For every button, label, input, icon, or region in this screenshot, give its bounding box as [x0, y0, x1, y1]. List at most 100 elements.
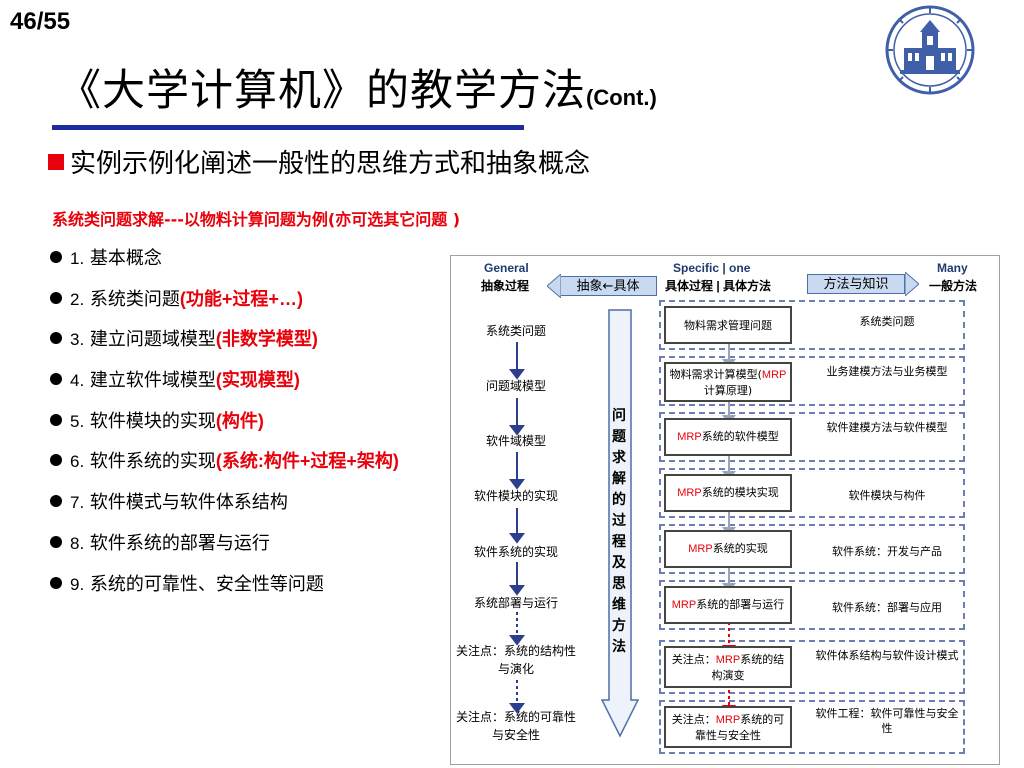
mrp-label: MRP: [688, 543, 713, 555]
bullet-item: 6. 软件系统的实现(系统:构件+过程+架构): [50, 449, 399, 490]
mid-box-post: 系统的结构演变: [711, 652, 785, 682]
bullet-dot-icon: [50, 576, 62, 589]
bullet-text: 建立问题域模型: [89, 329, 216, 351]
method-knowledge-label: 方法与知识: [823, 277, 889, 292]
left-step: 软件系统的实现: [473, 545, 558, 559]
mrp-label: MRP: [715, 713, 741, 726]
mid-box-text: 物料需求计算模型(MRP计算原理): [666, 367, 790, 398]
bullet-dot-icon: [50, 495, 62, 508]
mid-box-mrp-problem: 物料需求管理问题: [664, 306, 792, 344]
left-step: 关注点：系统的可靠性与安全性: [455, 710, 576, 742]
abstract-concrete-arrow: 抽象←具体: [559, 276, 657, 296]
page-number: 46/55: [10, 8, 71, 35]
square-bullet-icon: [48, 154, 64, 170]
title-suffix: (Cont.): [586, 85, 657, 110]
bullet-item: 3. 建立问题域模型(非数学模型): [50, 327, 399, 368]
bullet-number: 9.: [70, 574, 85, 594]
mrp-label: MRP: [715, 653, 741, 666]
bullet-text: 软件模块的实现: [89, 410, 216, 432]
bullet-highlight: (系统:构件+过程+架构): [215, 451, 399, 472]
right-arrowhead-icon: [905, 272, 919, 296]
row-box: [659, 468, 965, 518]
method-knowledge-arrow: 方法与知识: [807, 274, 905, 294]
bullet-highlight: (构件): [215, 410, 264, 431]
bullet-number: 6.: [70, 452, 85, 472]
mid-box-module-impl: MRP系统的模块实现: [664, 474, 792, 512]
bullet-dot-icon: [50, 413, 62, 426]
mid-box-text: MRP系统的部署与运行: [672, 597, 784, 613]
left-step: 软件域模型: [485, 434, 546, 448]
bullet-dot-icon: [50, 251, 62, 263]
bullet-text: 软件系统的部署与运行: [89, 532, 270, 554]
slide-title: 《大学计算机》的教学方法(Cont.): [58, 56, 657, 118]
mid-box-deploy: MRP系统的部署与运行: [664, 586, 792, 624]
mid-box-pre: 关注点：: [671, 652, 716, 666]
bullet-text: 系统的可靠性、安全性等问题: [89, 573, 324, 595]
bullet-number: 4.: [70, 371, 85, 391]
mid-box-text: 关注点：MRP系统的结构演变: [670, 652, 786, 683]
bullet-item: 9. 系统的可靠性、安全性等问题: [50, 572, 399, 613]
bullet-text: 系统类问题: [89, 288, 180, 310]
bullet-highlight: (功能+过程+…): [179, 288, 303, 309]
mrp-label: MRP: [677, 431, 702, 443]
right-text: 软件体系结构与软件设计模式: [815, 649, 959, 662]
bullet-highlight: (实现模型): [215, 370, 300, 391]
left-flow-arrows: [509, 342, 525, 714]
bullet-item: 8. 软件系统的部署与运行: [50, 531, 399, 572]
mid-box-text: MRP系统的实现: [688, 541, 767, 557]
mid-box-pre: 关注点：: [671, 712, 716, 726]
mid-box-system-impl: MRP系统的实现: [664, 530, 792, 568]
bullet-number: 7.: [70, 493, 85, 513]
bullet-number: 1.: [70, 249, 85, 268]
bullet-list: 1. 基本概念 2. 系统类问题(功能+过程+…) 3. 建立问题域模型(非数学…: [50, 246, 399, 612]
right-text: 软件系统：部署与应用: [832, 601, 942, 614]
subtitle: 实例示例化阐述一般性的思维方式和抽象概念: [48, 143, 590, 180]
header-general-method: 一般方法: [929, 279, 978, 293]
bullet-text: 软件模式与软件体系结构: [89, 492, 288, 514]
bullet-dot-icon: [50, 291, 62, 304]
bullet-item: 7. 软件模式与软件体系结构: [50, 490, 399, 531]
left-arrowhead-icon: [547, 274, 561, 298]
bullet-number: 2.: [70, 289, 85, 309]
mid-box-text: 关注点：MRP系统的可靠性与安全性: [670, 712, 786, 743]
mid-box-text: MRP系统的模块实现: [677, 485, 778, 501]
bullet-item: 4. 建立软件域模型(实现模型): [50, 368, 399, 409]
left-step: 问题域模型: [485, 379, 546, 393]
header-specific-one: Specific | one: [673, 261, 751, 275]
bullet-dot-icon: [50, 535, 62, 548]
mid-box-post: 系统的实现: [712, 542, 768, 555]
bullet-text: 建立软件域模型: [89, 370, 216, 392]
header-general: General: [484, 261, 529, 275]
mrp-label: MRP: [671, 599, 697, 611]
mid-box-post: 系统的模块实现: [701, 486, 779, 499]
left-step: 系统部署与运行: [473, 596, 558, 610]
right-text: 软件工程：软件可靠性与安全性: [815, 707, 959, 735]
right-text: 软件系统：开发与产品: [832, 545, 942, 558]
down-process-arrow: [601, 309, 639, 738]
mid-box-post: 系统的可靠性与安全性: [695, 712, 785, 742]
mrp-label: MRP: [761, 368, 787, 381]
bullet-number: 8.: [70, 533, 85, 553]
bullet-dot-icon: [50, 454, 62, 467]
bullet-text: 基本概念: [89, 248, 162, 269]
row-box: [659, 356, 965, 406]
bullet-highlight: (非数学模型): [215, 329, 318, 350]
header-many: Many: [937, 261, 968, 275]
mid-box-text: MRP系统的软件模型: [677, 429, 778, 445]
bullet-item: 2. 系统类问题(功能+过程+…): [50, 287, 399, 328]
row-box: [659, 700, 965, 754]
vertical-label: 问题求解的过程及思维方法: [612, 408, 626, 655]
title-main: 《大学计算机》的教学方法: [58, 66, 586, 116]
row-box: [659, 300, 965, 350]
mrp-label: MRP: [677, 487, 702, 499]
row-box: [659, 412, 965, 462]
mid-box-mrp-model: 物料需求计算模型(MRP计算原理): [664, 362, 792, 402]
red-heading: 系统类问题求解---以物料计算问题为例(亦可选其它问题 ): [52, 210, 461, 229]
problem-solving-diagram: General 抽象过程 抽象←具体 Specific | one 具体过程 |…: [450, 255, 1000, 765]
university-logo-icon: [885, 5, 975, 95]
right-text: 软件模块与构件: [848, 489, 926, 502]
left-step: 系统类问题: [485, 324, 546, 338]
header-abstract-process: 抽象过程: [481, 279, 530, 293]
mid-box-pre: 物料需求计算模型(: [669, 367, 762, 381]
